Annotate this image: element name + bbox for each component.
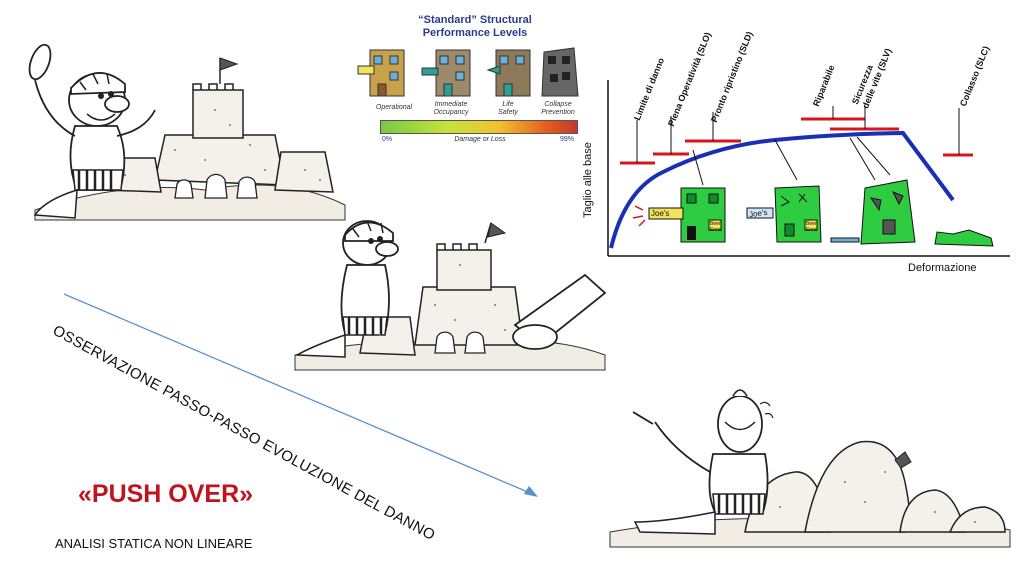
damage-gradient-bar (380, 120, 578, 134)
progression-arrow (63, 293, 538, 497)
curve-building-heavy-damage-icon (830, 179, 916, 245)
shop-board-damaged: Beer Food (806, 221, 818, 233)
building-operational-icon (357, 49, 405, 97)
curve-building-slight-damage-icon (746, 185, 822, 243)
capacity-curve (609, 130, 955, 249)
shop-board-undamaged: Beer Food (710, 221, 722, 233)
cartoon-sandcastle-collapsed (609, 389, 1011, 548)
slide-subtitle: ANALISI STATICA NON LINEARE (55, 536, 253, 551)
level-label-line: Safety (498, 109, 518, 116)
level-operational-label: Operational (364, 104, 424, 112)
curve-building-collapsed-icon (934, 229, 994, 247)
leader-lines (636, 106, 960, 163)
building-immediate-occupancy-icon (421, 49, 471, 97)
slide-title: «PUSH OVER» (78, 480, 254, 508)
x-axis-label: Deformazione (908, 262, 977, 274)
performance-buildings (357, 47, 579, 97)
cartoon-sandcastle-intact (28, 43, 346, 221)
state-arrows (692, 136, 891, 186)
level-immediate-occupancy-label: Immediate Occupancy (421, 101, 481, 117)
performance-title-line2: Performance Levels (422, 27, 528, 39)
cartoon-sandcastle-kicked (294, 220, 607, 371)
shop-sign-undamaged: Joe's (651, 209, 670, 218)
damage-min-label: 0% (382, 136, 393, 143)
level-collapse-prevention-label: Collapse Prevention (528, 101, 588, 117)
level-life-safety-label: Life Safety (478, 101, 538, 117)
level-label-line: Prevention (541, 109, 575, 116)
level-label-line: Occupancy (433, 109, 469, 116)
curve-building-undamaged-icon (632, 187, 726, 243)
building-life-safety-icon (486, 49, 531, 97)
y-axis-label: Taglio alle base (582, 142, 594, 218)
level-label-line: Collapse (544, 101, 572, 108)
level-label-line: Operational (375, 104, 413, 111)
level-label-line: Immediate (434, 101, 468, 108)
building-collapse-prevention-icon (541, 47, 579, 97)
level-label-line: Life (502, 101, 514, 108)
performance-levels-title: “Standard” Structural Performance Levels (380, 14, 570, 40)
pushover-curve-chart (607, 80, 1010, 257)
performance-title-line1: “Standard” Structural (418, 14, 532, 26)
damage-or-loss-label: Damage or Loss (454, 136, 506, 143)
damage-max-label: 99% (560, 136, 575, 143)
